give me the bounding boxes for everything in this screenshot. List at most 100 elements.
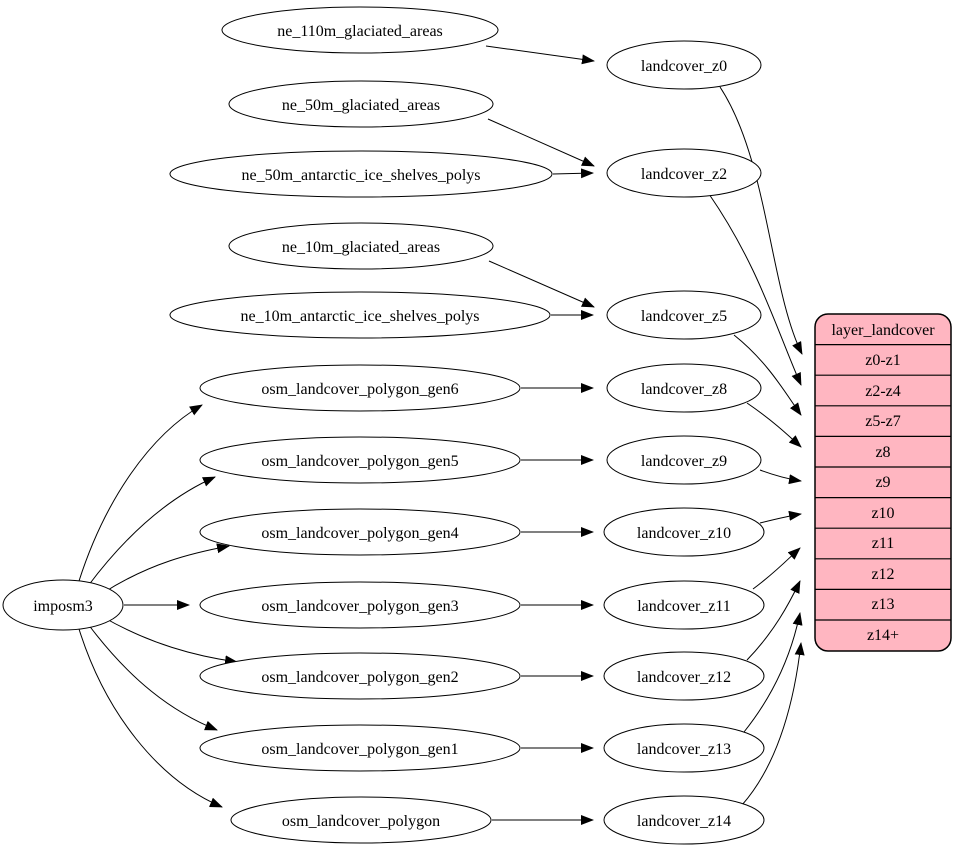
edge-ne-10m-glaciated-areas-to-landcover-z5 (488, 260, 595, 308)
node-shape (606, 148, 762, 198)
edge-landcover-z5-to-row-z5-z7 (733, 334, 802, 416)
node-label: ne_110m_glaciated_areas (277, 23, 443, 40)
node-label: landcover_z2 (641, 166, 727, 183)
record-row-z2-z4: z2-z4 (865, 383, 901, 400)
node-shape (169, 291, 551, 339)
edge-imposm3-to-osm-landcover-polygon-gen4 (102, 543, 230, 594)
node-landcover-z13: landcover_z13 (603, 723, 765, 773)
node-label: landcover_z0 (641, 58, 727, 75)
edge-ne-110m-glaciated-areas-to-landcover-z0 (485, 45, 595, 65)
edge-landcover-z10-to-row-z10 (759, 510, 802, 524)
edge-landcover-z9-to-row-z9 (759, 469, 802, 485)
node-landcover-z12: landcover_z12 (603, 651, 765, 701)
node-shape (230, 796, 492, 844)
node-landcover-z11: landcover_z11 (603, 580, 765, 630)
node-label: landcover_z13 (637, 741, 731, 758)
node-landcover-z10: landcover_z10 (603, 507, 765, 557)
node-landcover-z14: landcover_z14 (603, 795, 765, 845)
node-label: imposm3 (33, 598, 93, 615)
edge-landcover-z0-to-row-z0-z1 (719, 86, 803, 355)
node-label: osm_landcover_polygon_gen3 (261, 598, 458, 615)
node-label: osm_landcover_polygon_gen2 (261, 669, 458, 686)
node-osm-landcover-polygon: osm_landcover_polygon (230, 796, 492, 844)
edge-ne-50m-antarctic-ice-shelves-polys-to-landcover-z2 (552, 168, 594, 179)
node-shape (606, 290, 762, 340)
edge-ne-50m-glaciated-areas-to-landcover-z2 (487, 118, 595, 167)
node-shape (199, 724, 521, 772)
node-landcover-z8: landcover_z8 (606, 363, 762, 413)
node-label: ne_50m_antarctic_ice_shelves_polys (241, 167, 480, 184)
edge-landcover-z2-to-row-z2-z4 (708, 193, 802, 386)
node-ne-50m-antarctic-ice-shelves-polys: ne_50m_antarctic_ice_shelves_polys (169, 150, 553, 198)
node-osm-landcover-polygon-gen3: osm_landcover_polygon_gen3 (199, 581, 521, 629)
node-shape (603, 651, 765, 701)
record-title: layer_landcover (831, 322, 935, 339)
record-row-z12: z12 (871, 566, 894, 583)
record-row-z13: z13 (871, 596, 894, 613)
edge-imposm3-to-osm-landcover-polygon-gen6 (78, 404, 203, 582)
record-row-z11: z11 (872, 535, 895, 552)
node-shape (606, 40, 762, 90)
record-row-z9: z9 (875, 474, 890, 491)
node-label: landcover_z12 (637, 669, 731, 686)
node-shape (199, 364, 521, 412)
node-shape (199, 436, 521, 484)
node-landcover-z9: landcover_z9 (606, 435, 762, 485)
node-shape (228, 80, 494, 128)
node-label: landcover_z5 (641, 308, 727, 325)
node-label: ne_10m_antarctic_ice_shelves_polys (240, 308, 479, 325)
node-label: ne_10m_glaciated_areas (282, 239, 440, 256)
edge-landcover-z11-to-row-z11 (752, 547, 801, 590)
node-landcover-z0: landcover_z0 (606, 40, 762, 90)
node-label: osm_landcover_polygon_gen4 (261, 525, 458, 542)
edge-imposm3-to-osm-landcover-polygon-gen5 (87, 476, 216, 587)
node-label: osm_landcover_polygon_gen5 (261, 453, 458, 470)
node-osm-landcover-polygon-gen5: osm_landcover_polygon_gen5 (199, 436, 521, 484)
node-shape (603, 580, 765, 630)
node-osm-landcover-polygon-gen2: osm_landcover_polygon_gen2 (199, 652, 521, 700)
node-label: landcover_z10 (637, 525, 731, 542)
node-shape (606, 435, 762, 485)
node-shape (221, 6, 499, 54)
node-shape (603, 507, 765, 557)
edge-imposm3-to-osm-landcover-polygon-gen1 (87, 623, 218, 731)
node-osm-landcover-polygon-gen6: osm_landcover_polygon_gen6 (199, 364, 521, 412)
record-row-z0-z1: z0-z1 (865, 352, 901, 369)
record-background (814, 313, 952, 652)
edge-landcover-z12-to-row-z12 (746, 580, 801, 661)
node-shape (169, 150, 553, 198)
node-shape (228, 222, 494, 270)
node-shape (199, 508, 521, 556)
node-imposm3: imposm3 (2, 579, 124, 631)
record-layer-landcover: layer_landcover z0-z1 z2-z4 z5-z7 z8 z9 … (814, 313, 952, 652)
edges-layer (78, 45, 805, 825)
record-dividers (815, 344, 951, 621)
edge-landcover-z13-to-row-z13 (743, 612, 803, 733)
record-row-z14plus: z14+ (867, 627, 899, 644)
node-shape (603, 795, 765, 845)
node-label: landcover_z11 (637, 598, 731, 615)
node-ne-50m-glaciated-areas: ne_50m_glaciated_areas (228, 80, 494, 128)
record-row-z5-z7: z5-z7 (865, 413, 901, 430)
node-label: osm_landcover_polygon (282, 813, 440, 830)
node-label: osm_landcover_polygon_gen6 (261, 381, 458, 398)
node-landcover-z5: landcover_z5 (606, 290, 762, 340)
node-shape (199, 652, 521, 700)
node-shape (603, 723, 765, 773)
node-ne-10m-antarctic-ice-shelves-polys: ne_10m_antarctic_ice_shelves_polys (169, 291, 551, 339)
node-label: ne_50m_glaciated_areas (282, 97, 440, 114)
node-osm-landcover-polygon-gen1: osm_landcover_polygon_gen1 (199, 724, 521, 772)
edge-imposm3-to-osm-landcover-polygon-gen2 (102, 616, 238, 666)
node-label: landcover_z14 (637, 813, 731, 830)
node-shape (2, 579, 124, 631)
node-osm-landcover-polygon-gen4: osm_landcover_polygon_gen4 (199, 508, 521, 556)
node-label: landcover_z9 (641, 453, 727, 470)
record-row-z8: z8 (875, 444, 890, 461)
node-label: landcover_z8 (641, 381, 727, 398)
node-ne-110m-glaciated-areas: ne_110m_glaciated_areas (221, 6, 499, 54)
node-shape (199, 581, 521, 629)
node-shape (606, 363, 762, 413)
edge-landcover-z8-to-row-z8 (746, 402, 802, 448)
